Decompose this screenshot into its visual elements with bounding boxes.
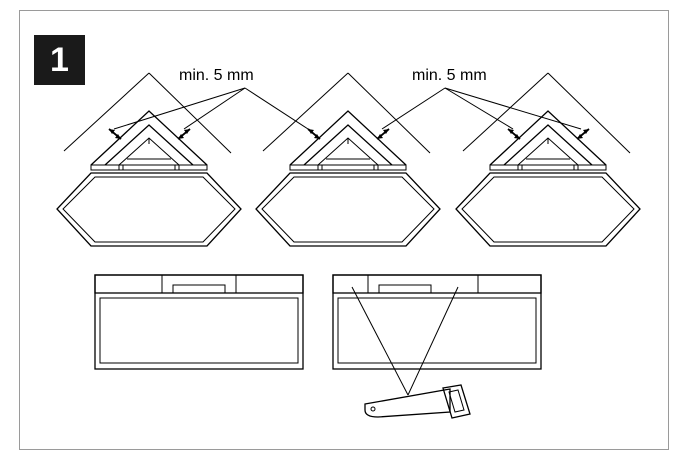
corner-unit-left: [56, 72, 242, 247]
corner-unit-middle: [255, 72, 441, 247]
cabinet-front-left: [94, 274, 304, 370]
corner-unit-right: [455, 72, 641, 247]
panel-frame: [19, 10, 669, 450]
leader-lines: [113, 87, 582, 130]
handsaw-icon: [364, 384, 471, 419]
step-number-badge: 1: [34, 35, 85, 85]
min-gap-label: min. 5 mm: [179, 67, 254, 84]
cabinet-front-right: [332, 274, 542, 396]
min-gap-label: min. 5 mm: [412, 67, 487, 84]
